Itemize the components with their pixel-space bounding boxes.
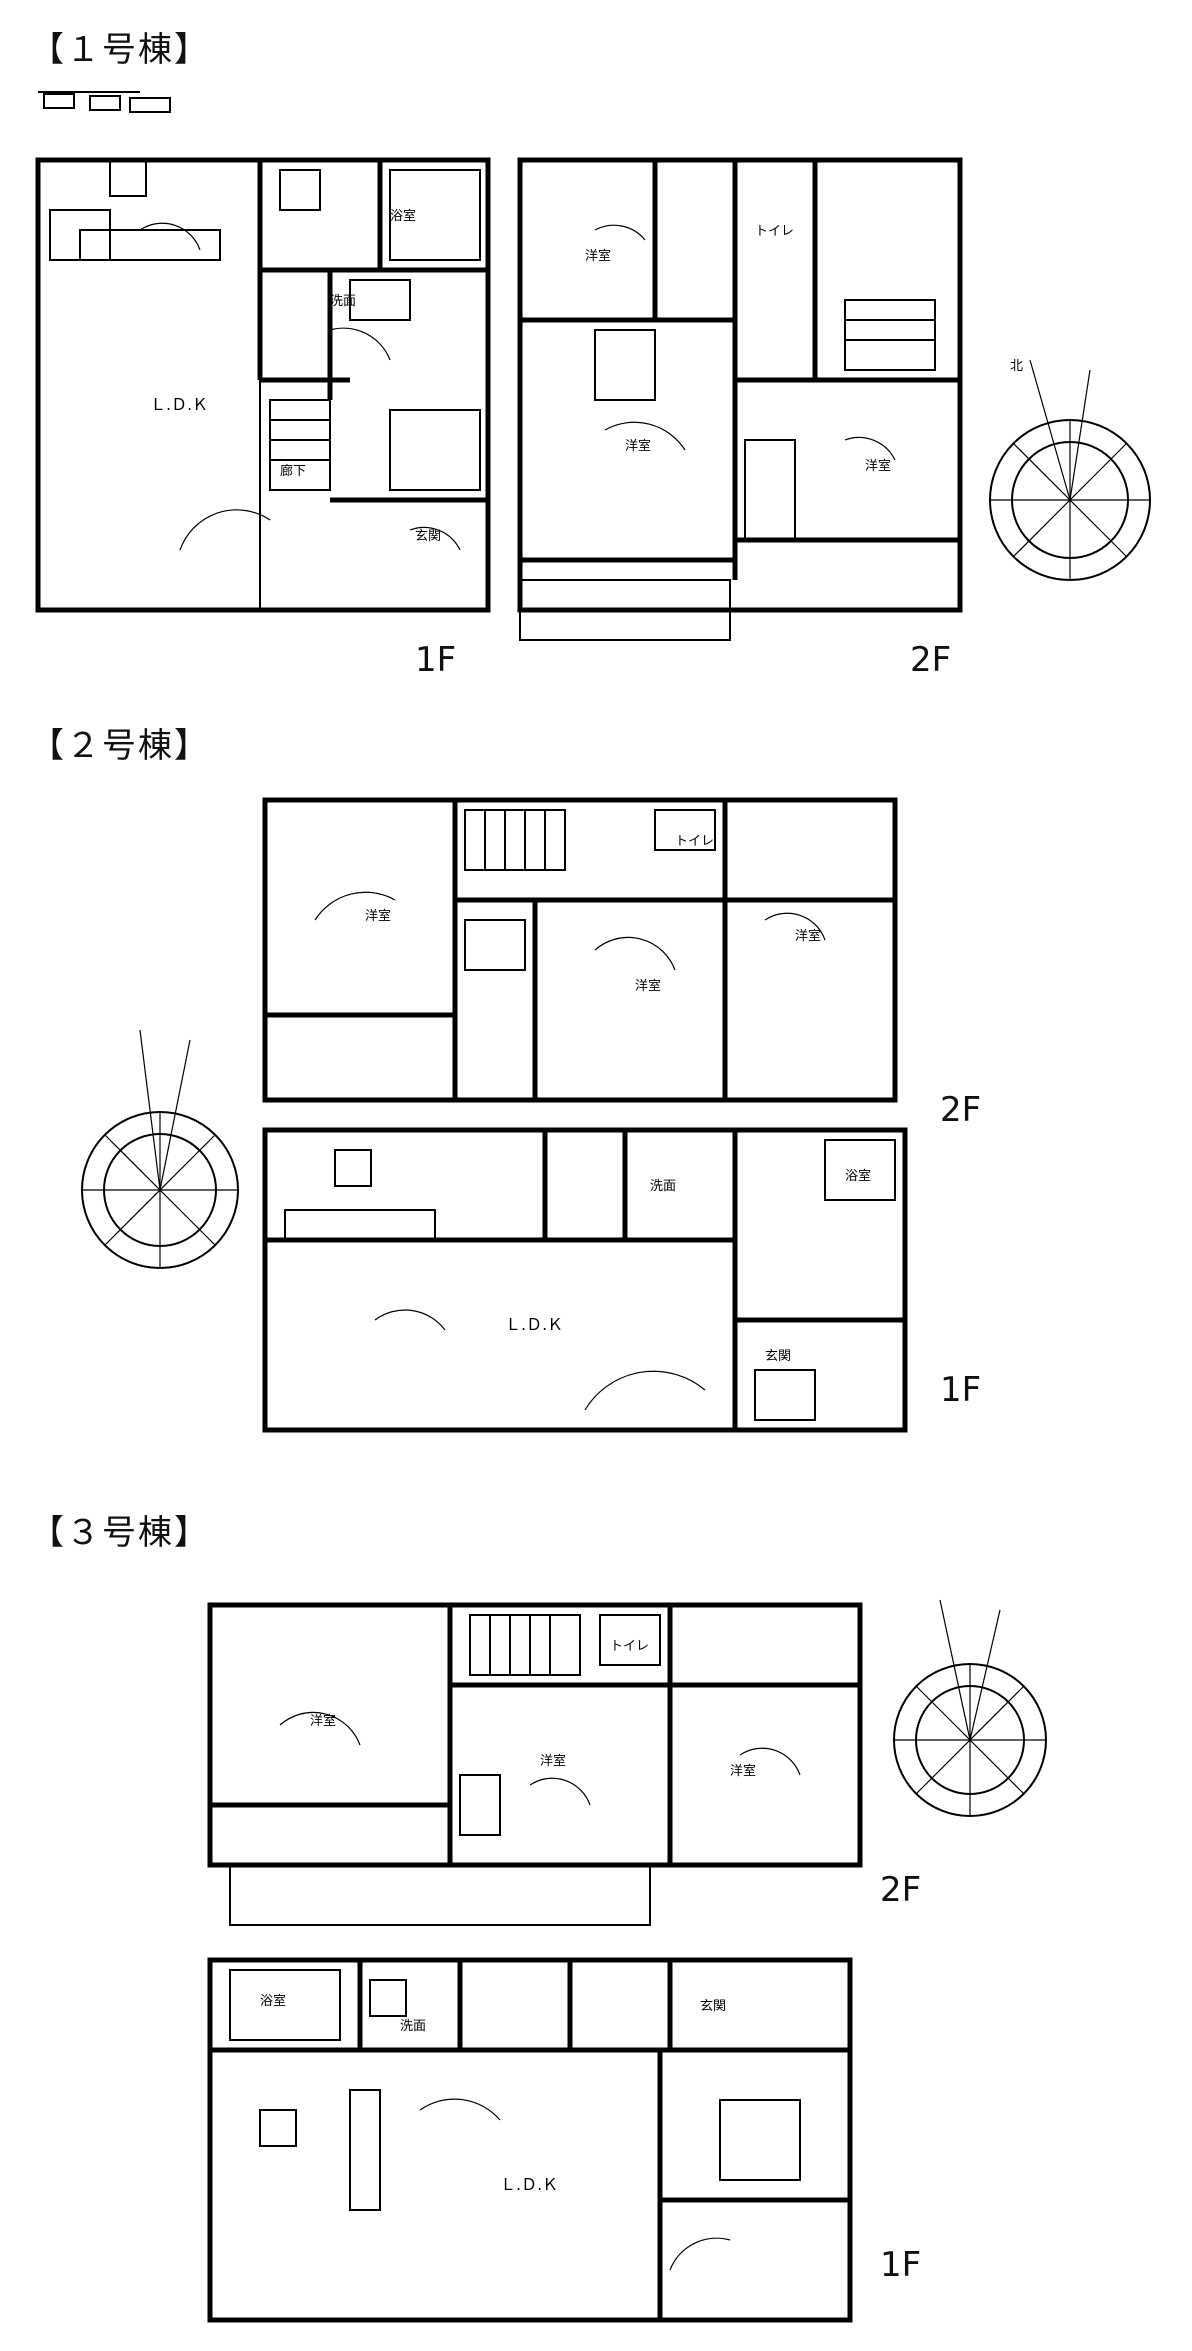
building-3-floor-1-label: 1F [880,2245,922,2285]
building-2-plan-2f: 洋室 洋室 洋室 トイレ [262,797,898,1103]
svg-text:洋室: 洋室 [865,458,891,474]
svg-text:洗面: 洗面 [330,294,356,309]
svg-text:洋室: 洋室 [365,908,391,924]
svg-text:玄関: 玄関 [700,1999,726,2014]
building-3-plan-1f: Ｌ.Ｄ.Ｋ 玄関 洗面 浴室 [207,1957,853,2323]
svg-text:玄関: 玄関 [415,529,441,544]
building-3-title: 【３号棟】 [30,1513,210,1553]
svg-text:浴室: 浴室 [260,1993,286,2009]
building-2-compass [81,1029,239,1269]
svg-text:洋室: 洋室 [625,438,651,454]
svg-text:洋室: 洋室 [730,1763,756,1779]
svg-text:洋室: 洋室 [310,1713,336,1729]
building-3-plan-2f: 洋室 洋室 洋室 トイレ [207,1602,863,1926]
svg-text:トイレ: トイレ [755,224,794,239]
svg-text:洗面: 洗面 [650,1179,676,1194]
building-2-title: 【２号棟】 [30,726,210,766]
svg-text:洋室: 洋室 [795,928,821,944]
building-1-floor-2-label: 2F [910,640,952,680]
svg-text:Ｌ.Ｄ.Ｋ: Ｌ.Ｄ.Ｋ [500,2175,558,2194]
svg-text:廊下: 廊下 [280,463,306,479]
building-1-compass: 北 [989,359,1151,581]
svg-text:洋室: 洋室 [540,1753,566,1769]
building-2-floor-2-label: 2F [940,1090,982,1130]
building-1-floor-1-label: 1F [415,640,457,680]
svg-text:Ｌ.Ｄ.Ｋ: Ｌ.Ｄ.Ｋ [505,1315,563,1334]
compass-north-label: 北 [1010,359,1023,374]
svg-text:浴室: 浴室 [845,1168,871,1184]
svg-text:洗面: 洗面 [400,2019,426,2034]
svg-text:洋室: 洋室 [635,978,661,994]
svg-text:洋室: 洋室 [585,248,611,264]
building-2-plan-1f: Ｌ.Ｄ.Ｋ 洗面 浴室 玄関 [262,1127,908,1433]
building-3-compass [893,1599,1047,1817]
svg-text:玄関: 玄関 [765,1349,791,1364]
svg-text:Ｌ.Ｄ.Ｋ: Ｌ.Ｄ.Ｋ [150,395,208,414]
building-2-floor-1-label: 1F [940,1370,982,1410]
building-1-plan-2f: 洋室 洋室 洋室 トイレ [517,157,963,641]
building-3-floor-2-label: 2F [880,1870,922,1910]
building-1-title: 【１号棟】 [30,30,210,70]
building-1-plan-1f: Ｌ.Ｄ.Ｋ 廊下 玄関 浴室 洗面 [35,91,491,613]
svg-text:トイレ: トイレ [675,834,714,849]
svg-text:トイレ: トイレ [610,1639,649,1654]
svg-text:浴室: 浴室 [390,208,416,224]
